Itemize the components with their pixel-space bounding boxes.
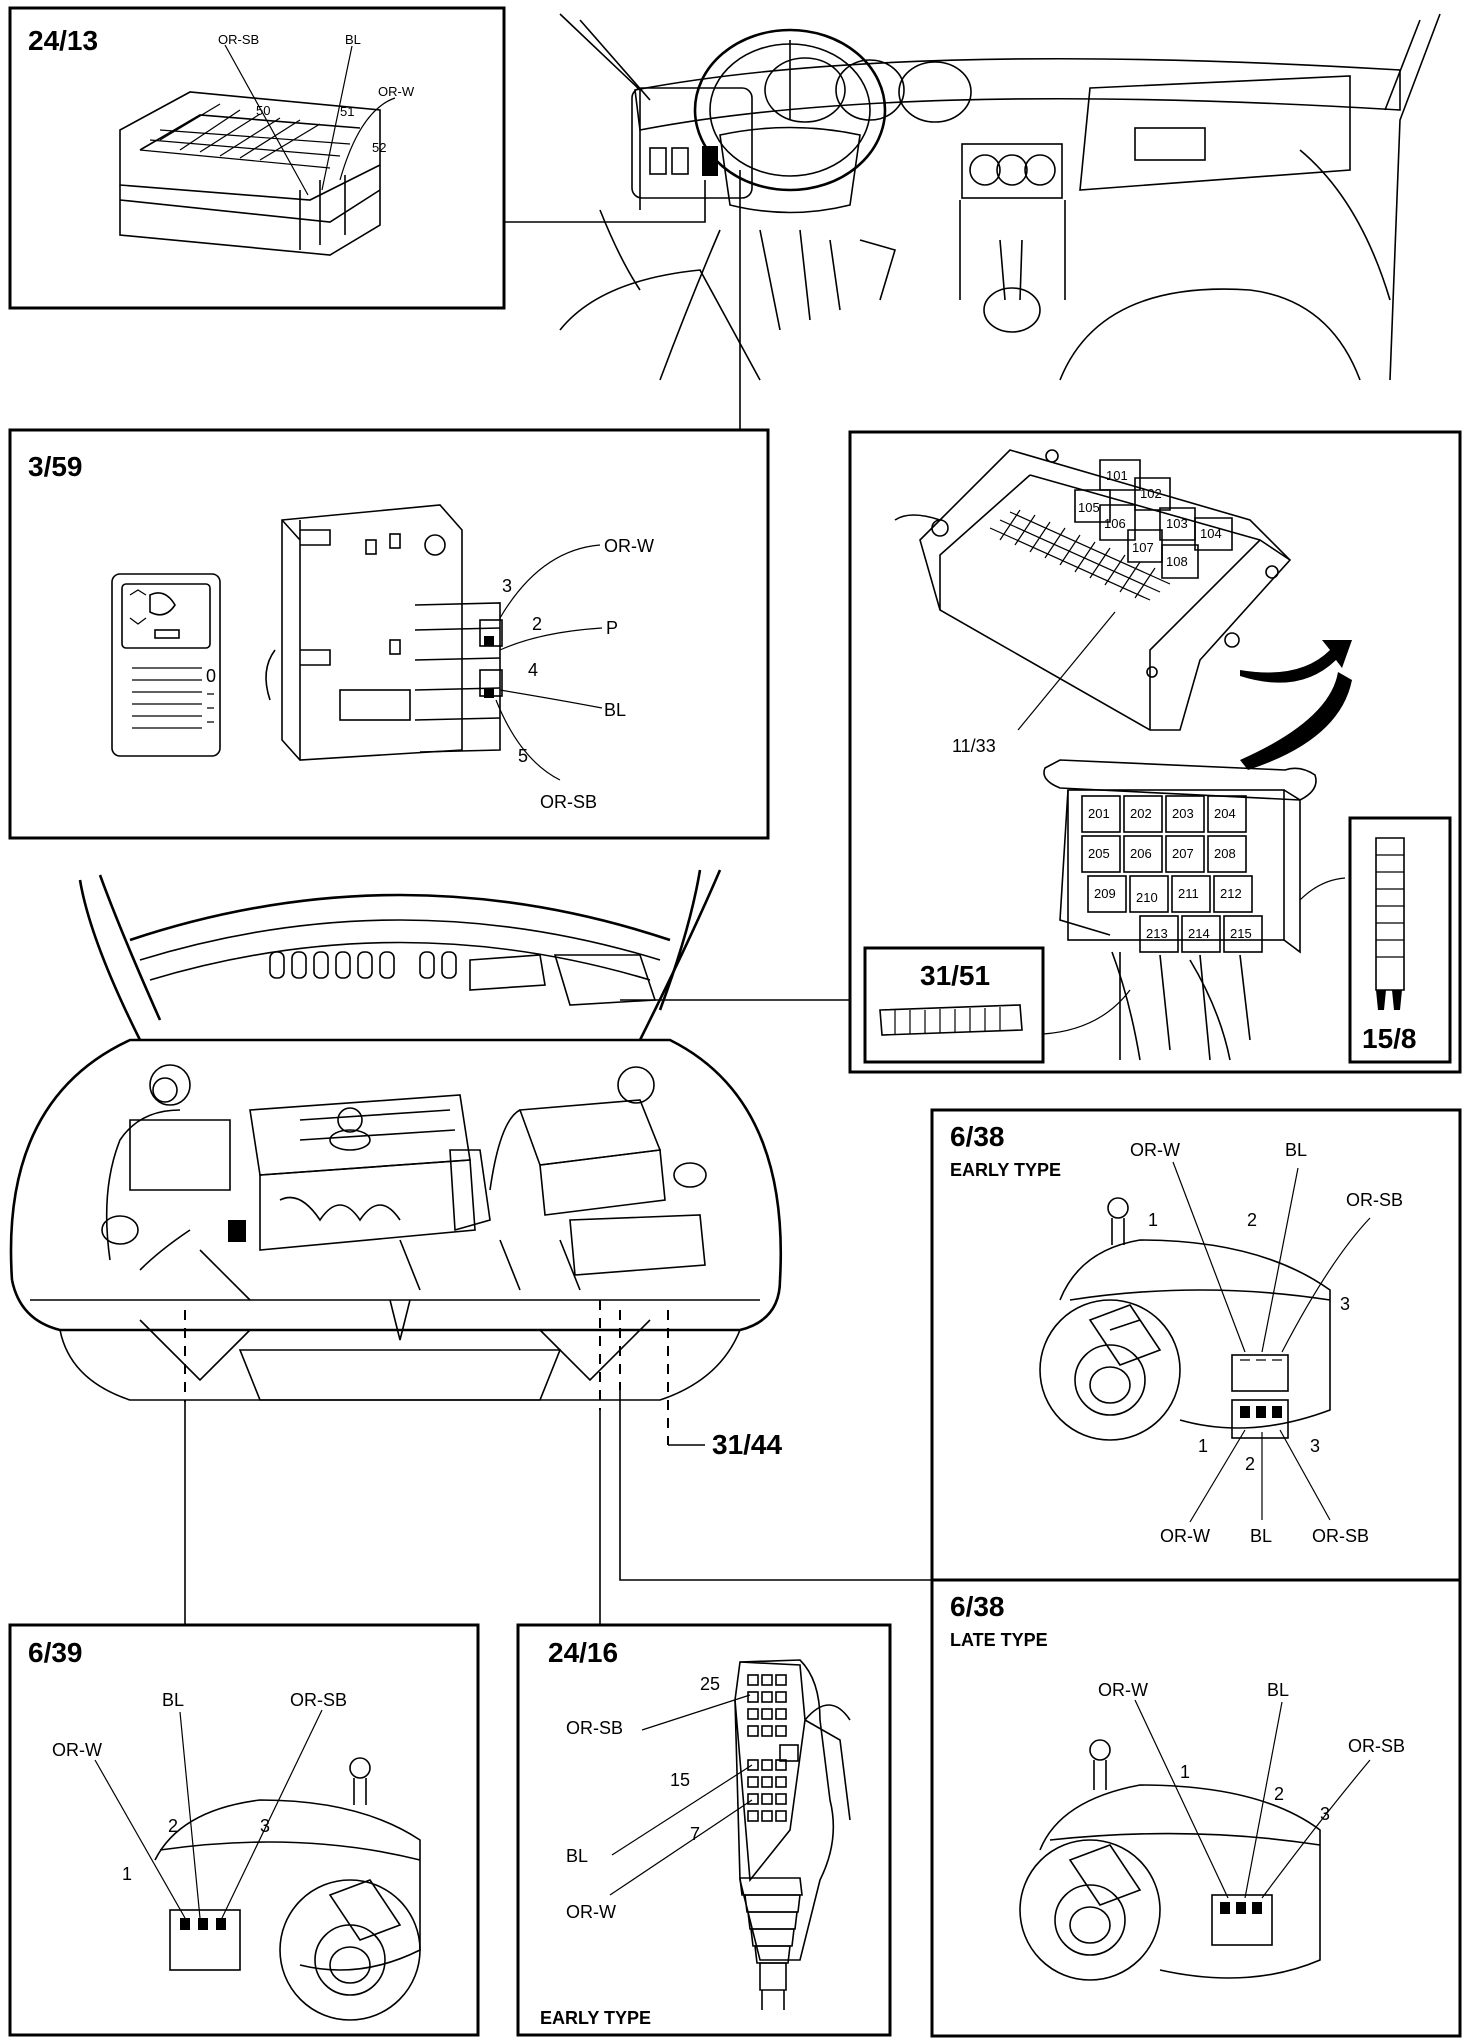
diagram-label: 201: [1088, 806, 1110, 821]
diagram-label: OR-W: [604, 536, 654, 556]
diagram-label: 108: [1166, 554, 1188, 569]
diagram-label: 51: [340, 104, 354, 119]
diagram-label: 6/38: [950, 1121, 1005, 1152]
diagram-label: 205: [1088, 846, 1110, 861]
panel-6-39: 6/39 OR-W BL OR-SB 1 2 3: [8, 1623, 480, 2037]
diagram-label: OR-SB: [1348, 1736, 1405, 1756]
label-31-44: 31/44: [712, 1429, 782, 1460]
diagram-label: OR-SB: [1312, 1526, 1369, 1546]
diagram-label: 213: [1146, 926, 1168, 941]
diagram-label: 102: [1140, 486, 1162, 501]
panel-24-16: 24/16 OR-SB BL OR-W 25 15 7 EARLY TY: [516, 1623, 892, 2037]
diagram-label: 2: [532, 614, 542, 634]
diagram-label: OR-SB: [1346, 1190, 1403, 1210]
panel-relay-box: 101 102 105 106 103 104 107 108 11/33 20…: [848, 430, 1462, 1074]
diagram-label: EARLY TYPE: [950, 1160, 1061, 1180]
diagram-label: 3: [1320, 1804, 1330, 1824]
diagram-label: OR-SB: [218, 32, 259, 47]
diagram-label: 50: [256, 103, 270, 118]
diagram-label: 0: [206, 666, 216, 686]
diagram-label: 203: [1172, 806, 1194, 821]
diagram-label: OR-SB: [290, 1690, 347, 1710]
diagram-label: 106: [1104, 516, 1126, 531]
diagram-label: P: [606, 618, 618, 638]
panel-code: 24/13: [28, 25, 98, 56]
diagram-label: 1: [122, 1864, 132, 1884]
diagram-label: BL: [345, 32, 361, 47]
diagram-label: 214: [1188, 926, 1210, 941]
diagram-label: 6/39: [28, 1637, 83, 1668]
diagram-label: 7: [690, 1824, 700, 1844]
diagram-label: 25: [700, 1674, 720, 1694]
diagram-label: BL: [1250, 1526, 1272, 1546]
diagram-label: 209: [1094, 886, 1116, 901]
bonnet-vents: [269, 951, 457, 979]
diagram-label: OR-W: [52, 1740, 102, 1760]
diagram-label: OR-SB: [540, 792, 597, 812]
dashboard-illustration: [559, 13, 1441, 381]
diagram-label: 4: [528, 660, 538, 680]
diagram-label: 11/33: [952, 736, 996, 756]
diagram-label: OR-W: [1160, 1526, 1210, 1546]
diagram-label: 1: [1180, 1762, 1190, 1782]
diagram-label: 211: [1178, 886, 1199, 901]
diagram-label: 101: [1106, 468, 1128, 483]
diagram-label: 215: [1230, 926, 1252, 941]
diagram-label: OR-W: [1130, 1140, 1180, 1160]
diagram-label: BL: [566, 1846, 588, 1866]
diagram-label: EARLY TYPE: [540, 2008, 651, 2028]
leader-24-13: [504, 180, 706, 223]
diagram-label: 104: [1200, 526, 1222, 541]
diagram-label: BL: [1267, 1680, 1289, 1700]
diagram-label: 2: [1245, 1454, 1255, 1474]
diagram-label: 1: [1148, 1210, 1158, 1230]
diagram-label: 3: [1340, 1294, 1350, 1314]
diagram-label: 210: [1136, 890, 1158, 905]
diagram-label: 2: [1247, 1210, 1257, 1230]
diagram-label: OR-W: [1098, 1680, 1148, 1700]
diagram-label: BL: [604, 700, 626, 720]
diagram-label: 3: [260, 1816, 270, 1836]
panel-3-59: 3/59 0 OR-W P BL OR-SB 3 2 4: [8, 428, 770, 840]
diagram-label: 212: [1220, 886, 1242, 901]
engine-bay-illustration: [9, 869, 783, 1401]
diagram-label: 208: [1214, 846, 1236, 861]
diagram-label: 5: [518, 746, 528, 766]
diagram-label: 103: [1166, 516, 1188, 531]
diagram-label: 52: [372, 140, 386, 155]
diagram-label: OR-W: [566, 1902, 616, 1922]
diagram-label: OR-W: [378, 84, 415, 99]
diagram-label: 1: [1198, 1436, 1208, 1456]
diagram-label: 3: [502, 576, 512, 596]
diagram-label: 15/8: [1362, 1023, 1417, 1054]
diagram-label: 206: [1130, 846, 1152, 861]
diagram-label: OR-SB: [566, 1718, 623, 1738]
panel-6-38-late: 6/38 LATE TYPE OR-W BL OR-SB 1 2 3: [930, 1578, 1462, 2038]
diagram-label: 31/51: [920, 960, 990, 991]
diagram-label: 2: [1274, 1784, 1284, 1804]
diagram-label: BL: [1285, 1140, 1307, 1160]
panel-24-13: 24/13 OR-SB BL OR-W 50 51 52: [8, 6, 506, 310]
diagram-label: 204: [1214, 806, 1236, 821]
panel-6-38-early: 6/38 EARLY TYPE OR-W BL OR-SB 1 2 3 1 2 …: [930, 1108, 1462, 1582]
diagram-label: BL: [162, 1690, 184, 1710]
diagram-label: 6/38: [950, 1591, 1005, 1622]
connector-pins: [747, 1674, 787, 1822]
diagram-label: 2: [168, 1816, 178, 1836]
diagram-label: 3: [1310, 1436, 1320, 1456]
diagram-label: 207: [1172, 846, 1194, 861]
diagram-label: 24/16: [548, 1637, 618, 1668]
diagram-label: 202: [1130, 806, 1152, 821]
diagram-label: 15: [670, 1770, 690, 1790]
diagram-label: LATE TYPE: [950, 1630, 1048, 1650]
diagram-label: 105: [1078, 500, 1100, 515]
routing-leaders: [184, 999, 932, 1625]
diagram-label: 3/59: [28, 451, 83, 482]
diagram-label: 107: [1132, 540, 1154, 555]
